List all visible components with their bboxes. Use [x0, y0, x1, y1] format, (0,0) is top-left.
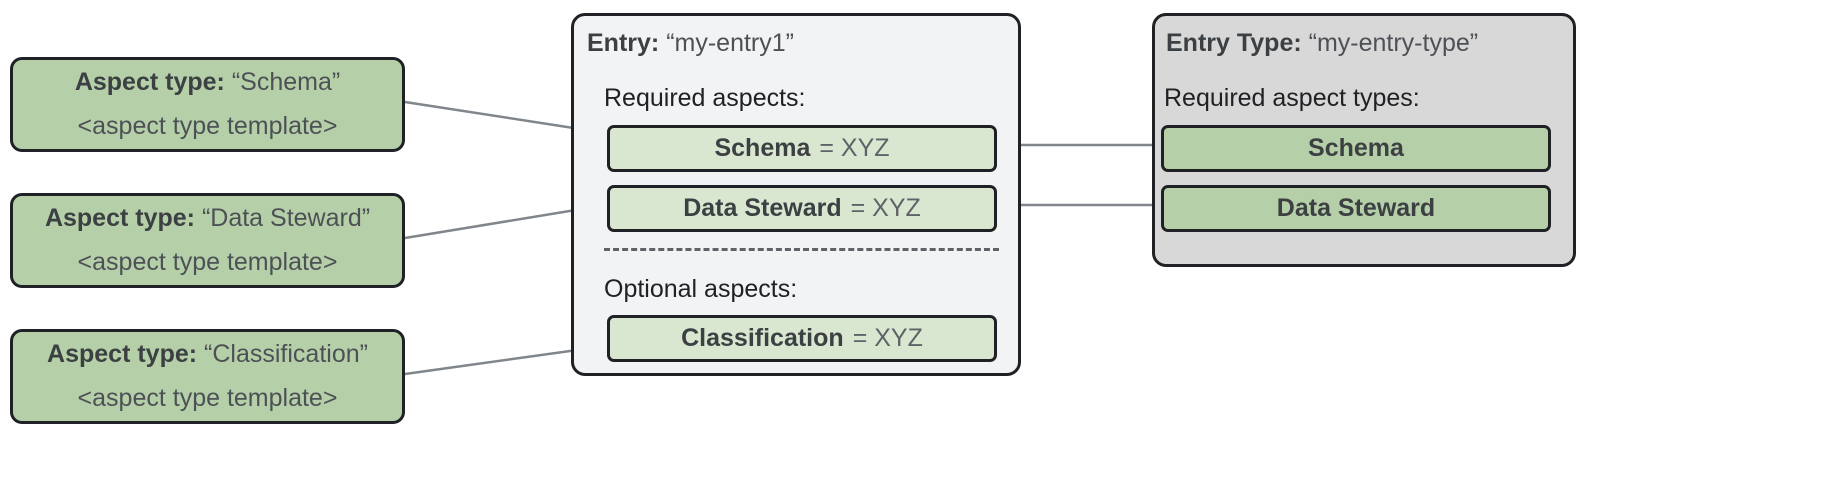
aspect-type-card-label: Aspect type: [44, 204, 195, 232]
required-aspects-label: Required aspects: [604, 84, 806, 112]
aspect-row-value: = XYZ [819, 134, 890, 162]
aspect-type-card-template: <aspect type template> [77, 384, 338, 412]
entry-type-panel-title-label: Entry Type: [1166, 29, 1302, 57]
aspect-row-value: = XYZ [850, 194, 921, 222]
entry-type-panel[interactable]: Entry Type: “my-entry-type” Required asp… [1152, 13, 1576, 267]
aspect-type-card-title: Aspect type: “Classification” [47, 342, 368, 367]
aspect-type-row-name: Data Steward [1276, 194, 1436, 222]
aspect-type-row-data-steward[interactable]: Data Steward [1161, 185, 1551, 232]
entry-panel-title-label: Entry: [587, 29, 660, 57]
aspect-type-card-title: Aspect type: “Data Steward” [45, 206, 370, 231]
aspect-type-card-classification[interactable]: Aspect type: “Classification” <aspect ty… [10, 329, 405, 424]
aspect-type-card-template: <aspect type template> [77, 112, 338, 140]
aspect-type-card-template: <aspect type template> [77, 248, 338, 276]
aspect-type-row-name: Schema [1308, 134, 1404, 162]
aspect-row-schema[interactable]: Schema = XYZ [607, 125, 997, 172]
aspect-row-name: Classification [681, 324, 844, 352]
aspect-type-card-value: “Schema” [231, 68, 341, 96]
aspect-type-card-data-steward[interactable]: Aspect type: “Data Steward” <aspect type… [10, 193, 405, 288]
aspect-row-classification[interactable]: Classification = XYZ [607, 315, 997, 362]
entry-panel-title-value: “my-entry1” [666, 29, 794, 57]
aspect-type-card-value: “Data Steward” [201, 204, 371, 232]
required-optional-divider [604, 248, 999, 251]
aspect-row-name: Schema [714, 134, 811, 162]
optional-aspects-label: Optional aspects: [604, 275, 798, 303]
aspect-row-name: Data Steward [683, 194, 842, 222]
required-aspect-types-label: Required aspect types: [1164, 84, 1420, 112]
aspect-type-card-title: Aspect type: “Schema” [75, 70, 340, 95]
aspect-row-data-steward[interactable]: Data Steward = XYZ [607, 185, 997, 232]
aspect-row-value: = XYZ [852, 324, 923, 352]
aspect-type-row-schema[interactable]: Schema [1161, 125, 1551, 172]
aspect-type-card-value: “Classification” [204, 340, 368, 368]
aspect-type-card-schema[interactable]: Aspect type: “Schema” <aspect type templ… [10, 57, 405, 152]
aspect-type-card-label: Aspect type: [47, 340, 198, 368]
entry-type-panel-title-value: “my-entry-type” [1308, 29, 1479, 57]
entry-panel[interactable]: Entry: “my-entry1” Required aspects: Sch… [571, 13, 1021, 376]
aspect-type-card-label: Aspect type: [74, 68, 225, 96]
entry-type-panel-title: Entry Type: “my-entry-type” [1166, 31, 1478, 56]
entry-panel-title: Entry: “my-entry1” [587, 31, 794, 56]
